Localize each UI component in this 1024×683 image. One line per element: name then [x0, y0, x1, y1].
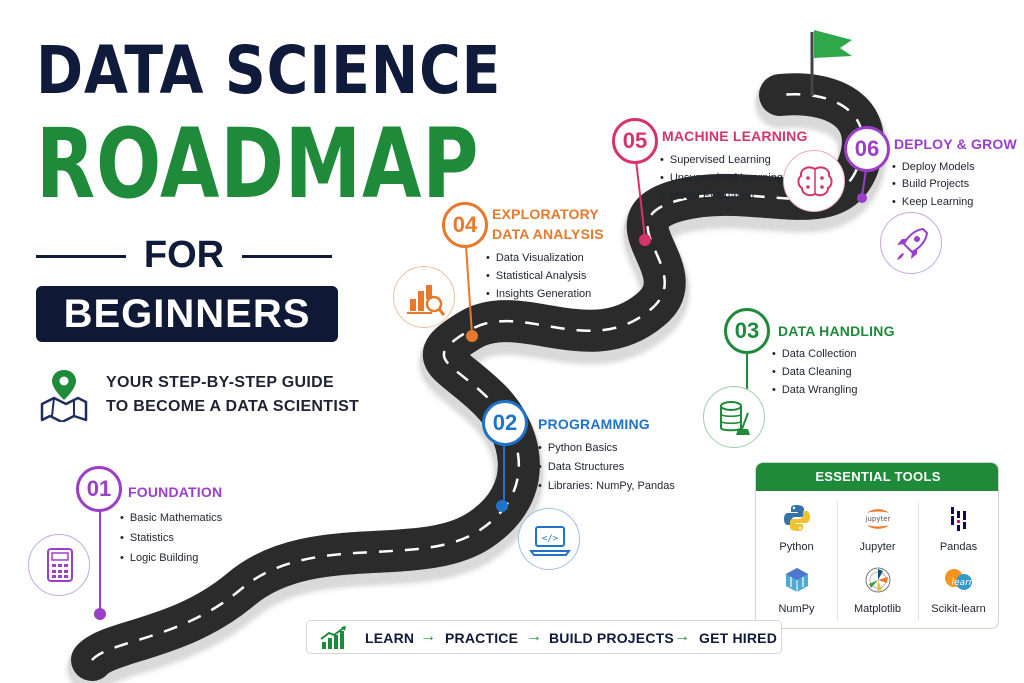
- step-item: Data Cleaning: [772, 366, 852, 378]
- svg-text:</>: </>: [542, 534, 559, 544]
- tool-matplotlib: Matplotlib: [837, 559, 918, 627]
- laptop-code-icon: </>: [518, 508, 580, 570]
- flow-step-learn: LEARN: [365, 630, 415, 646]
- jupyter-logo-text: jupyter: [865, 515, 891, 523]
- jupyter-logo-icon: jupyter: [865, 509, 891, 529]
- tool-pandas: Pandas: [918, 497, 998, 565]
- brain-icon: [783, 150, 845, 212]
- title-line-3: FOR: [143, 234, 225, 276]
- growth-chart-icon: [320, 626, 346, 649]
- flow-step-get-hired: GET HIRED: [699, 630, 778, 646]
- calculator-icon: [28, 534, 90, 596]
- tool-label: Matplotlib: [853, 603, 902, 615]
- tool-label: Pandas: [939, 541, 978, 553]
- pandas-logo-icon: [951, 507, 966, 531]
- step-number-06: 06: [844, 126, 890, 172]
- arrow-right-icon: →: [674, 628, 690, 645]
- tool-label: Scikit-learn: [931, 603, 986, 615]
- chart-magnifier-icon: [393, 266, 455, 328]
- step-item: Build Projects: [892, 178, 969, 190]
- step-item: Keep Learning: [892, 196, 974, 208]
- python-logo-icon: [784, 505, 810, 531]
- database-broom-icon: [703, 386, 765, 448]
- title-line-1: DATA SCIENCE: [36, 32, 502, 109]
- step-item: Libraries: NumPy, Pandas: [538, 480, 675, 492]
- step-item: Logic Building: [120, 552, 199, 564]
- tool-label: NumPy: [778, 603, 815, 615]
- guide-tagline: YOUR STEP-BY-STEP GUIDE TO BECOME A DATA…: [36, 366, 366, 426]
- guide-line-2: TO BECOME A DATA SCIENTIST: [106, 398, 360, 415]
- step-title-foundation: FOUNDATION: [128, 484, 223, 500]
- step-title-machine-learning: MACHINE LEARNING: [662, 128, 808, 144]
- step-item: Data Structures: [538, 461, 624, 473]
- matplotlib-logo-icon: [865, 567, 891, 593]
- guide-line-1: YOUR STEP-BY-STEP GUIDE: [106, 374, 334, 391]
- arrow-right-icon: →: [526, 628, 542, 645]
- step-item: Basic Mathematics: [120, 512, 222, 524]
- step-number-01: 01: [76, 466, 122, 512]
- step-number-05: 05: [612, 118, 658, 164]
- tool-jupyter: jupyter Jupyter: [837, 497, 918, 565]
- essential-tools-panel: ESSENTIAL TOOLS Python jupyter Jupyter P…: [755, 462, 999, 629]
- flow-step-build-projects: BUILD PROJECTS: [549, 630, 674, 646]
- step-item: Data Collection: [772, 348, 857, 360]
- step-title-deploy-grow: DEPLOY & GROW: [894, 136, 1017, 152]
- step-item: Insights Generation: [486, 288, 591, 300]
- scikit-learn-logo-icon: learn: [945, 569, 975, 590]
- arrow-right-icon: →: [420, 628, 436, 645]
- tool-python: Python: [756, 497, 837, 565]
- title-line-2: ROADMAP: [36, 108, 480, 220]
- career-flow-bar: LEARN → PRACTICE → BUILD PROJECTS → GET …: [306, 620, 782, 654]
- tool-label: Jupyter: [859, 541, 896, 553]
- step-number-04: 04: [442, 202, 488, 248]
- tool-label: Python: [779, 541, 814, 553]
- step-title-exploratory-line-1: EXPLORATORY: [492, 206, 599, 222]
- tool-numpy: NumPy: [756, 559, 837, 627]
- step-markers: [94, 159, 867, 620]
- step-item: Data Visualization: [486, 252, 584, 264]
- tools-header: ESSENTIAL TOOLS: [756, 463, 998, 491]
- step-item: Statistics: [120, 532, 174, 544]
- divider-right: [242, 255, 332, 258]
- rocket-icon: [880, 212, 942, 274]
- step-number-03: 03: [724, 308, 770, 354]
- step-title-exploratory-line-2: DATA ANALYSIS: [492, 226, 604, 242]
- tool-scikit-learn: learn Scikit-learn: [918, 559, 998, 627]
- step-title-data-handling: DATA HANDLING: [778, 323, 895, 339]
- map-pin-icon: [40, 370, 88, 422]
- step-item: Python Basics: [538, 442, 618, 454]
- step-item: Deploy Models: [892, 161, 975, 173]
- step-number-02: 02: [482, 400, 528, 446]
- step-item: Unsupervised Learning: [660, 172, 783, 184]
- divider: [918, 501, 919, 621]
- sklearn-logo-text: learn: [952, 578, 975, 588]
- step-title-programming: PROGRAMMING: [538, 416, 650, 432]
- step-item: Model Evaluation: [660, 190, 754, 202]
- divider: [837, 501, 838, 621]
- title-line-4: BEGINNERS: [36, 286, 338, 342]
- title-for-row: FOR: [36, 234, 332, 278]
- step-item: Statistical Analysis: [486, 270, 586, 282]
- flow-step-practice: PRACTICE: [445, 630, 519, 646]
- step-item: Supervised Learning: [660, 154, 771, 166]
- step-item: Data Wrangling: [772, 384, 858, 396]
- divider-left: [36, 255, 126, 258]
- numpy-logo-icon: [786, 568, 808, 592]
